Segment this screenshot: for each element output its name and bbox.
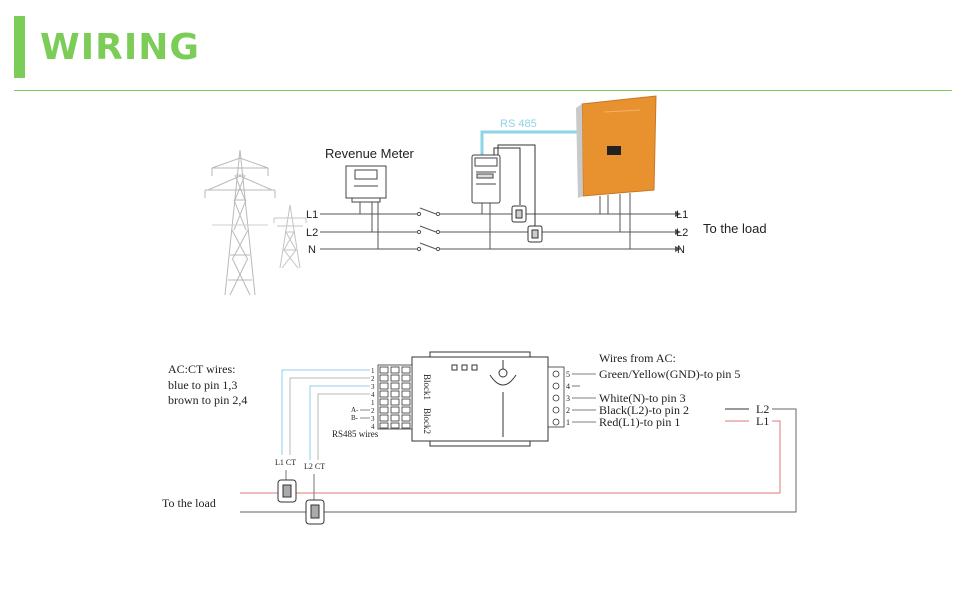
page-title: WIRING [40,27,200,68]
load-wires [240,408,797,513]
line-label-l1-left: L1 [306,209,318,221]
to-the-load-label-bottom: To the load [162,496,216,510]
l1-ct-label: L1 CT [275,458,296,467]
ac-wire-l1: Red(L1)-to pin 1 [599,415,680,429]
transmission-tower-small-icon [273,204,307,269]
l2-ct-clamp-icon [305,499,325,525]
meter-device-icon [411,351,549,447]
block1-pin-4: 4 [371,391,375,399]
ct-wires-brown: brown to pin 2,4 [168,393,247,407]
inverter-icon [576,95,657,198]
l1-label: L1 [756,414,769,428]
block2-pin-1: 1 [371,399,375,407]
top-wiring-diagram: L1 L2 N L1 L2 N To the load Revenue Mete… [204,95,767,296]
ac-wire-l2: Black(L2)-to pin 2 [599,403,689,417]
line-label-l1-right: L1 [676,209,688,221]
ac-wire-neutral: White(N)-to pin 3 [599,391,686,405]
line-arrow-icons [675,211,681,252]
ac-pin-4: 4 [566,382,570,391]
smart-meter-connections [481,203,491,249]
ac-pin-2: 2 [566,406,570,415]
title-divider [14,90,952,91]
ct-wires-top [493,144,536,226]
revenue-meter-label: Revenue Meter [325,146,415,161]
l1-ct-clamp-icon [277,479,297,503]
rs485-cable [480,130,600,155]
block1-label: Block1 [422,374,432,400]
rs485-wires-label: RS485 wires [332,429,379,439]
ac-pin-leads [572,373,596,423]
ac-wire-gnd: Green/Yellow(GND)-to pin 5 [599,367,740,381]
ac-pin-3: 3 [566,394,570,403]
ct-wires-title: AC:CT wires: [168,362,235,376]
block2-pin-3: 3 [371,415,375,423]
ct-leads [285,470,315,500]
rs485-label: RS 485 [500,118,537,130]
ac-pin-1: 1 [566,418,570,427]
line-label-n-left: N [308,244,316,256]
ct-brown-wires [289,377,370,460]
ac-pin-5: 5 [566,370,570,379]
line-label-n-right: N [677,244,685,256]
ct-clamp-icon-l2 [527,225,543,243]
bottom-wiring-diagram: AC:CT wires: blue to pin 1,3 brown to pi… [162,351,797,525]
line-label-l2-right: L2 [676,227,688,239]
right-terminal-block-icon [547,366,565,428]
transmission-tower-icon [204,149,276,296]
block1-pin-1: 1 [371,367,375,375]
rs485-pin-b: B- [351,414,359,422]
line-label-l2-left: L2 [306,227,318,239]
inverter-connections [599,193,631,249]
l2-ct-label: L2 CT [304,462,325,471]
ct-clamp-icon-l1 [511,205,527,223]
ct-wires-blue: blue to pin 1,3 [168,378,237,392]
ct-blue-wires [281,369,370,460]
block1-pin-2: 2 [371,375,375,383]
power-lines [320,213,675,250]
block1-pin-3: 3 [371,383,375,391]
breaker-switch-icon [416,207,441,252]
revenue-meter-connections [359,202,379,249]
revenue-meter-icon [345,165,387,203]
rs485-pin-leads [360,409,370,419]
rs485-pin-a: A- [351,406,359,414]
block2-pin-4: 4 [371,423,375,431]
left-terminal-block-icon [377,364,413,430]
ac-wires-header: Wires from AC: [599,351,676,365]
l2-label: L2 [756,402,769,416]
smart-meter-icon [471,154,501,204]
title-accent-bar [14,16,25,78]
block2-pin-2: 2 [371,407,375,415]
block2-label: Block2 [422,408,432,434]
to-the-load-label-top: To the load [703,221,767,236]
